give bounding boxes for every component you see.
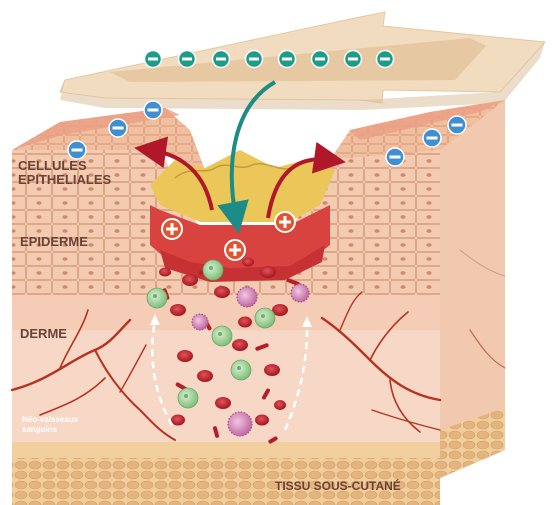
minus-icon	[279, 51, 296, 68]
plus-icon	[275, 212, 295, 232]
minus-icon	[345, 51, 362, 68]
label-neo-vessels-line2: sanguins	[22, 425, 58, 434]
label-epithelial-cells-line2: EPITHELIALES	[18, 172, 112, 187]
label-epidermis: EPIDERME	[20, 234, 88, 249]
plus-icon	[162, 219, 182, 239]
label-dermis: DERME	[20, 326, 67, 341]
minus-icon	[448, 116, 466, 134]
minus-icon	[246, 51, 263, 68]
minus-icon	[179, 51, 196, 68]
minus-icon	[423, 129, 441, 147]
minus-icon	[377, 51, 394, 68]
minus-icon	[68, 141, 86, 159]
minus-icon	[109, 119, 127, 137]
minus-icon	[386, 148, 404, 166]
label-epithelial-cells-line1: CELLULES	[18, 158, 87, 173]
label-subcutaneous-tissue: TISSU SOUS-CUTANÉ	[275, 478, 401, 493]
minus-icon	[213, 51, 230, 68]
minus-icon	[312, 51, 329, 68]
minus-icon	[144, 101, 162, 119]
label-neo-vessels-line1: Néo-vaisseaux	[22, 415, 79, 424]
wound-dressing	[60, 12, 545, 110]
minus-icon	[145, 51, 162, 68]
plus-icon	[225, 240, 245, 260]
